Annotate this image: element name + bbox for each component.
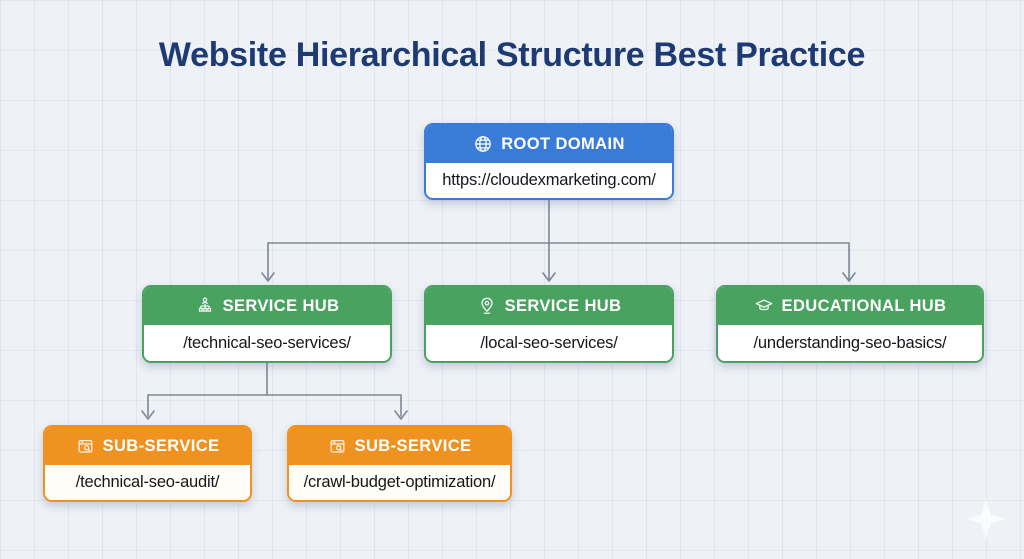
node-url: /local-seo-services/ [426,325,672,361]
browser-search-icon [328,437,347,456]
node-url: /technical-seo-audit/ [45,465,250,500]
location-pin-icon [477,296,497,316]
node-hub1-header: SERVICE HUB [144,287,390,325]
node-sub1-header: SUB-SERVICE [45,427,250,465]
node-educational-hub: EDUCATIONAL HUB /understanding-seo-basic… [716,285,984,363]
node-hub3-header: EDUCATIONAL HUB [718,287,982,325]
sparkle-icon [964,497,1008,541]
node-root-header: ROOT DOMAIN [426,125,672,163]
node-label: EDUCATIONAL HUB [781,296,947,315]
node-url: /crawl-budget-optimization/ [289,465,510,500]
node-label: SUB-SERVICE [354,436,472,455]
node-service-hub-technical: SERVICE HUB /technical-seo-services/ [142,285,392,363]
node-label: SERVICE HUB [222,296,340,315]
node-sub-service-crawl-budget: SUB-SERVICE /crawl-budget-optimization/ [287,425,512,502]
node-url: /technical-seo-services/ [144,325,390,361]
node-sub-service-audit: SUB-SERVICE /technical-seo-audit/ [43,425,252,502]
node-url: /understanding-seo-basics/ [718,325,982,361]
node-label: ROOT DOMAIN [501,134,625,153]
node-sub2-header: SUB-SERVICE [289,427,510,465]
node-service-hub-local: SERVICE HUB /local-seo-services/ [424,285,674,363]
node-label: SUB-SERVICE [102,436,220,455]
node-url: https://cloudexmarketing.com/ [426,163,672,198]
globe-icon [473,134,493,154]
page-title: Website Hierarchical Structure Best Prac… [158,36,866,74]
node-hub2-header: SERVICE HUB [426,287,672,325]
browser-search-icon [76,437,95,456]
graduation-cap-icon [754,296,774,316]
node-label: SERVICE HUB [504,296,622,315]
sitemap-icon [195,296,215,316]
node-root-domain: ROOT DOMAIN https://cloudexmarketing.com… [424,123,674,200]
